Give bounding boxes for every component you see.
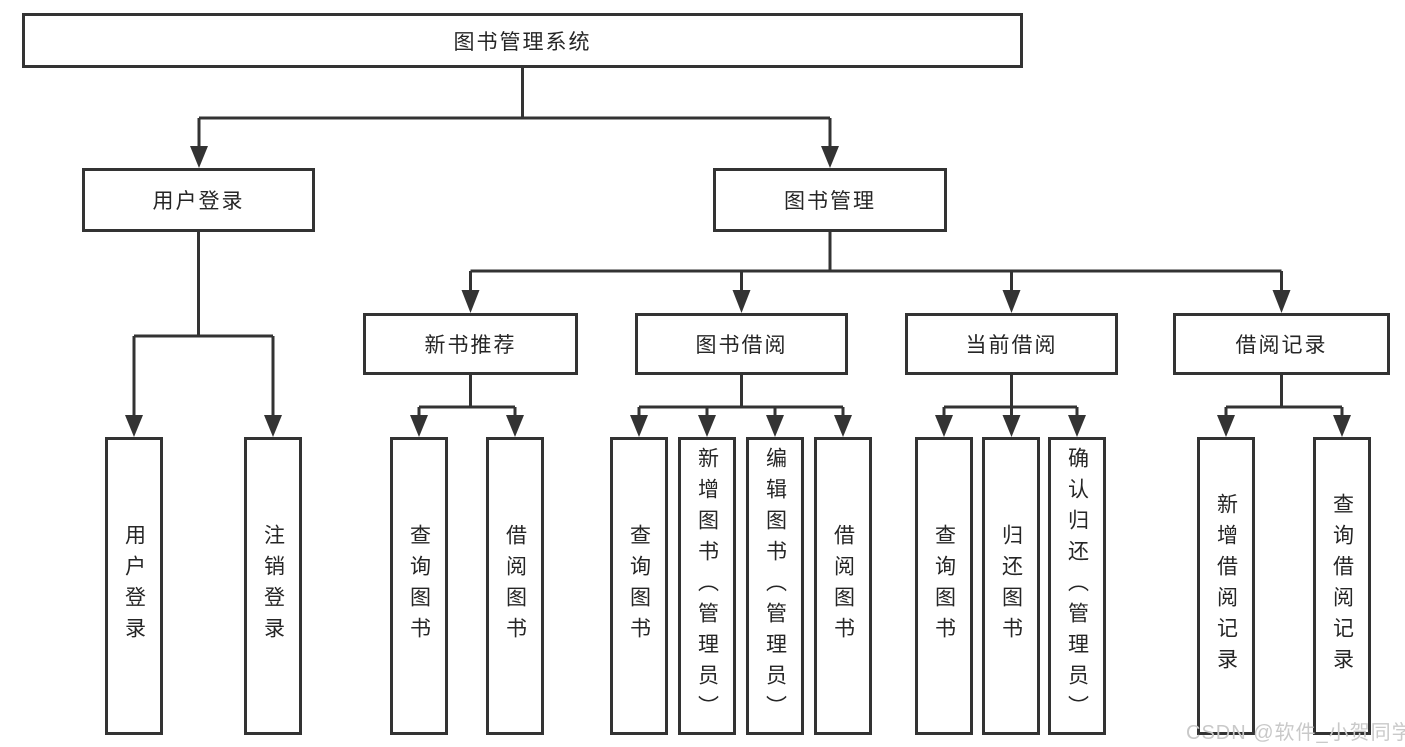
node-leaf-add-book-admin: 新增图书（管理员） [678,437,736,735]
node-current-borrow: 当前借阅 [905,313,1118,375]
node-leaf-logout: 注销登录 [244,437,302,735]
node-leaf-return-book: 归还图书 [982,437,1040,735]
arrows-book-management-children [461,290,1291,313]
csdn-watermark: CSDN @软件_小贺同学 [1186,722,1405,744]
node-library-management-system: 图书管理系统 [22,13,1023,68]
node-leaf-query-borrow-record: 查询借阅记录 [1313,437,1371,735]
arrows-new-book-rec-children [410,415,524,437]
connector-user-login-children [132,232,275,420]
connector-borrow-record-children [1224,375,1344,417]
connector-book-management-children [469,232,1283,292]
arrows-borrow-record-children [1217,415,1351,437]
node-leaf-borrow-book: 借阅图书 [814,437,872,735]
node-leaf-edit-book-admin: 编辑图书（管理员） [746,437,804,735]
connector-current-borrow-children [942,375,1079,417]
node-book-borrow: 图书借阅 [635,313,848,375]
connector-new-book-rec-children [417,375,517,417]
node-leaf-borrow-book-recommend: 借阅图书 [486,437,544,735]
node-leaf-query-book-recommend: 查询图书 [390,437,448,735]
arrows-root-to-level2 [190,146,839,168]
node-user-login: 用户登录 [82,168,315,232]
connector-book-borrow-children [637,375,845,417]
node-leaf-query-book-current: 查询图书 [915,437,973,735]
node-leaf-add-borrow-record: 新增借阅记录 [1197,437,1255,735]
node-leaf-user-login: 用户登录 [105,437,163,735]
node-book-management: 图书管理 [713,168,947,232]
arrows-user-login-children [125,415,282,437]
arrows-book-borrow-children [630,415,852,437]
node-leaf-query-book-borrow: 查询图书 [610,437,668,735]
node-new-book-recommend: 新书推荐 [363,313,578,375]
node-leaf-confirm-return-admin: 确认归还（管理员） [1048,437,1106,735]
arrows-current-borrow-children [935,415,1086,437]
node-borrow-record: 借阅记录 [1173,313,1390,375]
connector-root-to-level2 [197,68,832,148]
